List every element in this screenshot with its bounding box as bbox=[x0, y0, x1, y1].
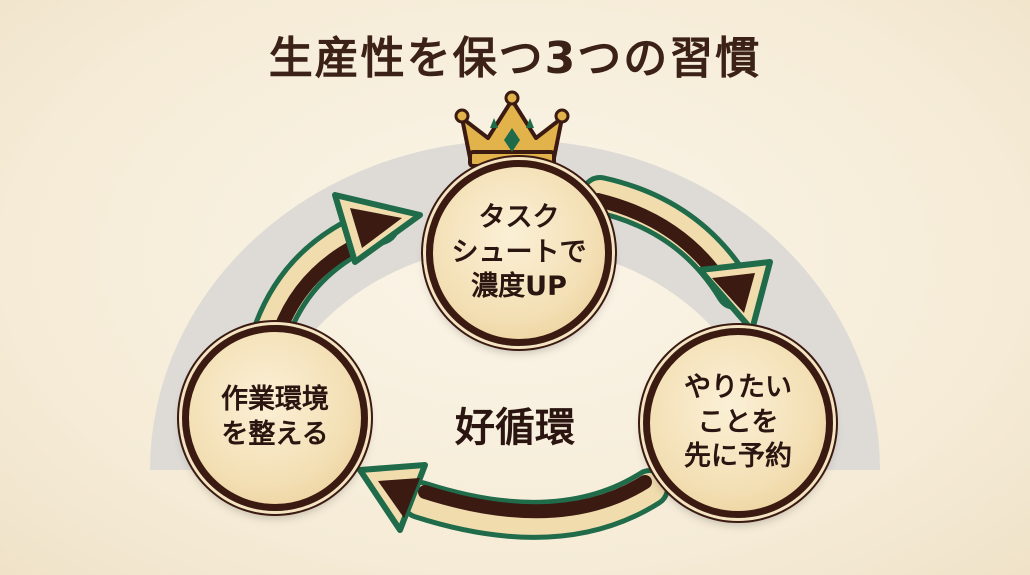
habit-node-task-shoot: タスク シュートで 濃度UP bbox=[426, 160, 612, 346]
habit-node-label: 作業環境 を整える bbox=[221, 384, 329, 450]
habit-node-work-environment: 作業環境 を整える bbox=[182, 325, 368, 511]
habit-node-label: タスク シュートで 濃度UP bbox=[451, 202, 587, 303]
habit-node-label: やりたい ことを 先に予約 bbox=[684, 372, 792, 473]
crown-icon bbox=[454, 90, 570, 168]
arrow-left-to-top bbox=[252, 192, 423, 350]
arrow-right-to-left bbox=[357, 462, 670, 540]
center-label: 好循環 bbox=[455, 405, 575, 451]
page-title: 生産性を保つ3つの習慣 bbox=[268, 33, 762, 84]
arrow-top-to-right bbox=[580, 175, 773, 333]
habit-node-schedule-first: やりたい ことを 先に予約 bbox=[643, 328, 833, 518]
